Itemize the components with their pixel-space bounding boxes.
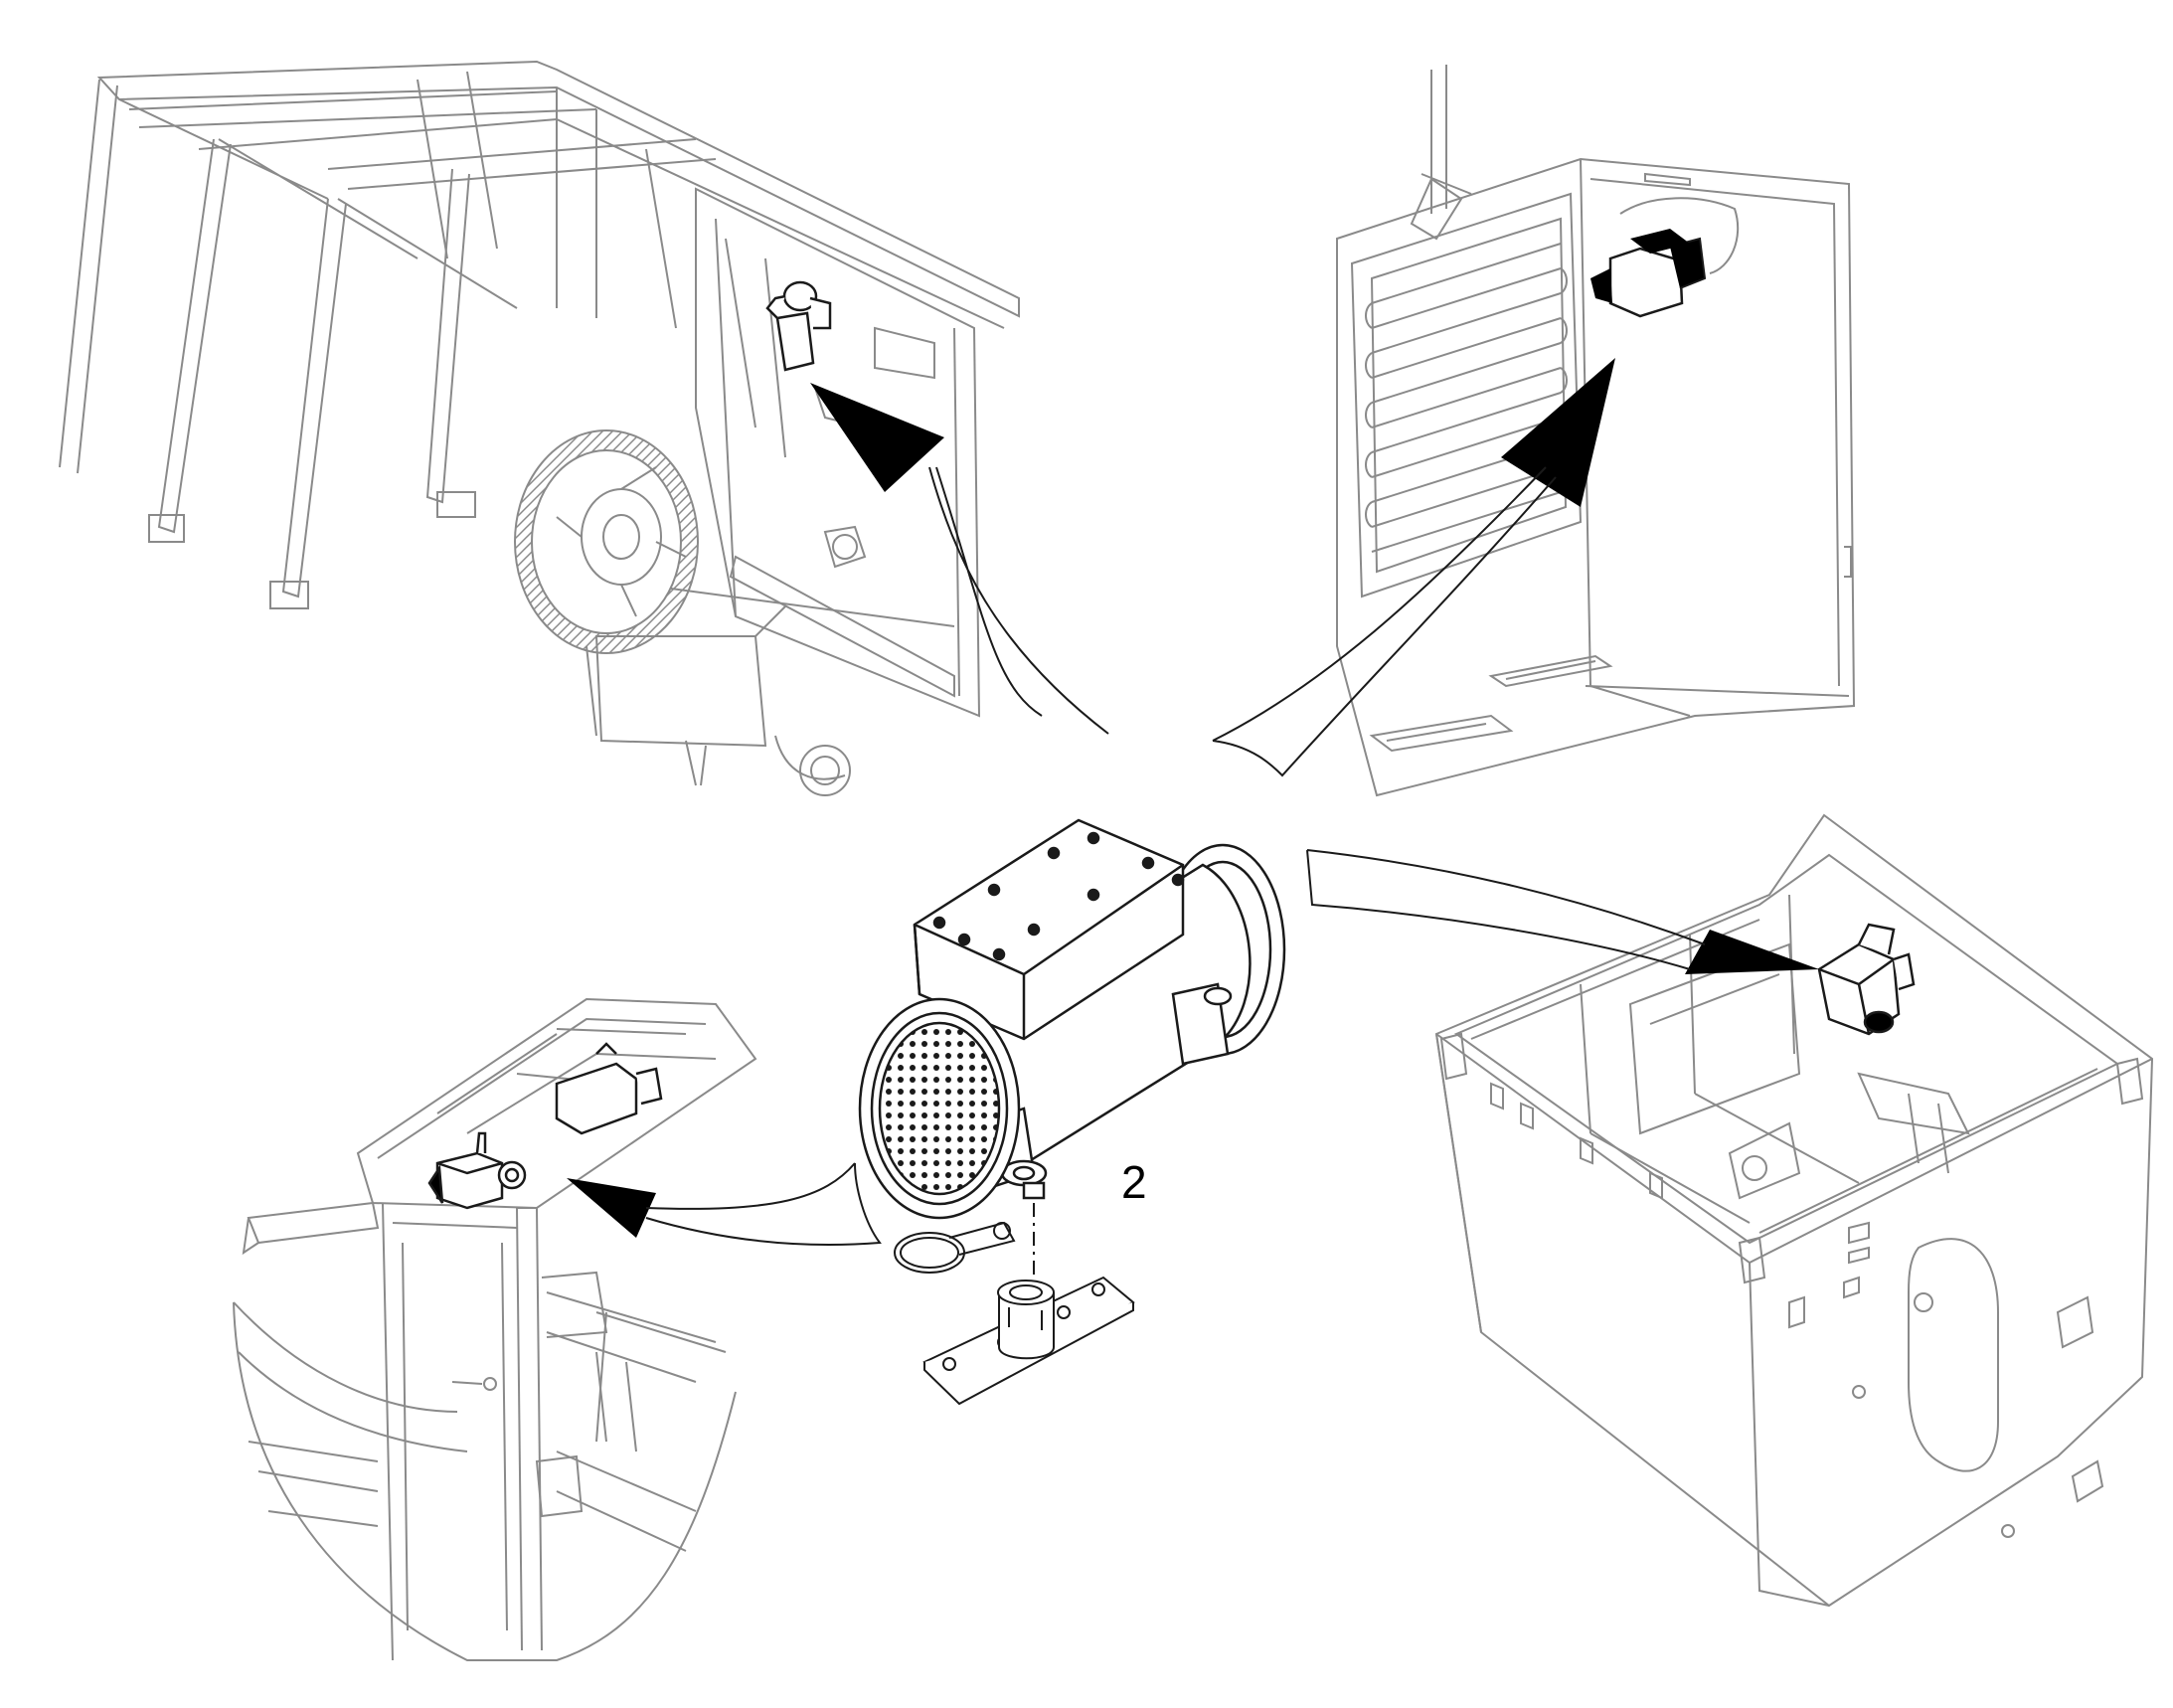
pointer-tail-top-right: [1212, 466, 1557, 777]
callout-number: 2: [1121, 1156, 1147, 1208]
retaining-ring-and-pin: [894, 1221, 1016, 1274]
pointer-tail-bottom-left: [645, 1162, 882, 1246]
generator-location-marker-top-right: [1590, 197, 1740, 318]
pointer-tail-top-left: [928, 466, 1109, 735]
view-cabinet-top-cutaway: [233, 997, 757, 1661]
mounting-base-plate: [922, 1276, 1135, 1406]
generator-main-component: [858, 818, 1286, 1220]
generator-location-marker-top-left: [765, 280, 832, 372]
view-frame-with-fan-wheel: [59, 60, 1020, 796]
generator-location-marker-bottom-left: [427, 1042, 663, 1210]
generator-location-marker-bottom-right: [1817, 923, 1916, 1036]
view-panel-with-radiator: [1336, 65, 1856, 797]
pointer-arrow-bottom-left: [567, 1178, 656, 1238]
pointer-tail-bottom-right: [1306, 849, 1706, 970]
pointer-arrow-top-right: [1501, 358, 1615, 507]
pointer-arrow-top-left: [810, 383, 944, 492]
view-enclosure-box: [1434, 813, 2154, 1608]
pointer-arrow-bottom-right: [1685, 930, 1819, 974]
